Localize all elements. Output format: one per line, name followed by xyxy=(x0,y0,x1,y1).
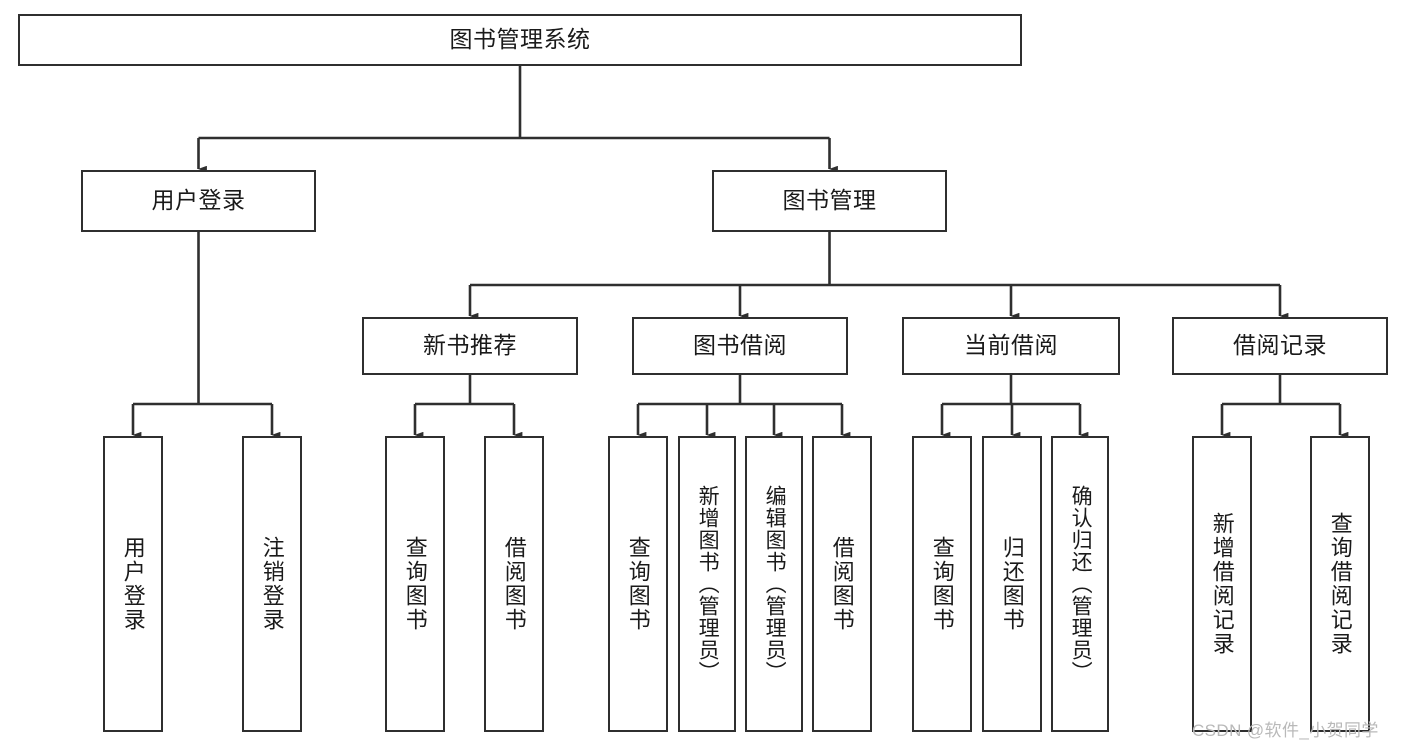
node-label: 查询图书 xyxy=(625,536,651,632)
node-label: 图书借阅 xyxy=(693,332,787,359)
node-label: 查询图书 xyxy=(402,536,428,632)
node-label: 注销登录 xyxy=(259,536,285,632)
node-l-confirm[interactable]: 确认归还（管理员） xyxy=(1051,436,1109,732)
node-current[interactable]: 当前借阅 xyxy=(902,317,1120,375)
node-l-add[interactable]: 新增图书（管理员） xyxy=(678,436,736,732)
node-label: 当前借阅 xyxy=(964,332,1058,359)
node-label: 图书管理系统 xyxy=(449,26,591,53)
node-l-query1[interactable]: 查询图书 xyxy=(385,436,445,732)
node-newbook[interactable]: 新书推荐 xyxy=(362,317,578,375)
node-l-queryrec[interactable]: 查询借阅记录 xyxy=(1310,436,1370,732)
node-borrow[interactable]: 图书借阅 xyxy=(632,317,848,375)
node-label: 确认归还（管理员） xyxy=(1069,485,1093,683)
node-l-query3[interactable]: 查询图书 xyxy=(912,436,972,732)
node-label: 借阅图书 xyxy=(829,536,855,632)
node-l-logout[interactable]: 注销登录 xyxy=(242,436,302,732)
node-label: 图书管理 xyxy=(782,187,877,214)
node-l-borrow2[interactable]: 借阅图书 xyxy=(812,436,872,732)
node-root[interactable]: 图书管理系统 xyxy=(18,14,1022,66)
node-label: 用户登录 xyxy=(151,187,246,214)
node-login[interactable]: 用户登录 xyxy=(81,170,316,232)
node-label: 借阅图书 xyxy=(501,536,527,632)
node-label: 归还图书 xyxy=(999,536,1025,632)
node-label: 借阅记录 xyxy=(1233,332,1327,359)
node-l-borrow1[interactable]: 借阅图书 xyxy=(484,436,544,732)
node-label: 新增图书（管理员） xyxy=(696,485,720,683)
node-label: 查询图书 xyxy=(929,536,955,632)
node-label: 用户登录 xyxy=(120,536,146,632)
watermark-text: CSDN @软件_小贺同学 xyxy=(1192,721,1379,740)
node-l-edit[interactable]: 编辑图书（管理员） xyxy=(745,436,803,732)
node-l-addrec[interactable]: 新增借阅记录 xyxy=(1192,436,1252,732)
node-label: 查询借阅记录 xyxy=(1327,512,1353,656)
node-label: 新增借阅记录 xyxy=(1209,512,1235,656)
node-l-return[interactable]: 归还图书 xyxy=(982,436,1042,732)
node-label: 新书推荐 xyxy=(423,332,517,359)
node-bookmgmt[interactable]: 图书管理 xyxy=(712,170,947,232)
node-l-query2[interactable]: 查询图书 xyxy=(608,436,668,732)
node-label: 编辑图书（管理员） xyxy=(763,485,787,683)
node-l-login[interactable]: 用户登录 xyxy=(103,436,163,732)
node-records[interactable]: 借阅记录 xyxy=(1172,317,1388,375)
